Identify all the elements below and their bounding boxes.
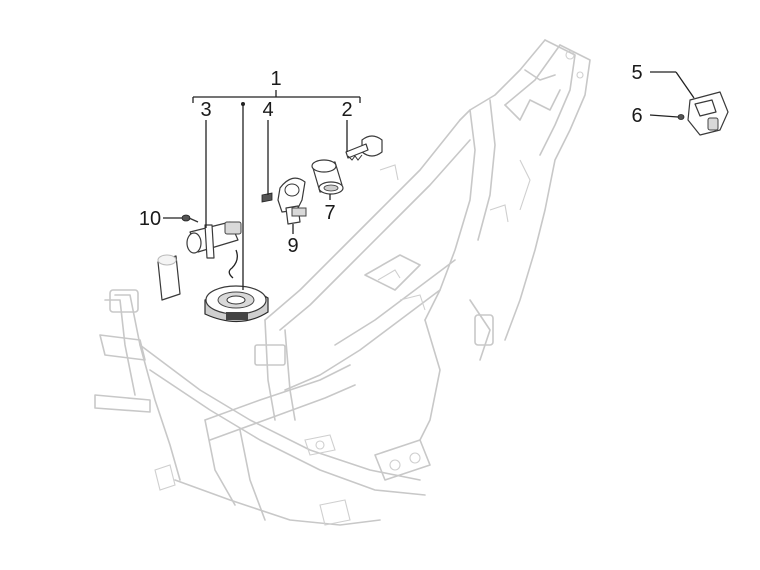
part-10-screw <box>181 214 199 223</box>
callout-6: 6 <box>631 105 642 127</box>
fuel-cap-assembly <box>204 285 269 323</box>
part-4-screw <box>261 192 273 203</box>
part-5-bracket <box>687 91 729 136</box>
part-3-ignition-switch <box>186 221 242 279</box>
part-9-lock-bracket <box>277 177 307 225</box>
callout-10: 10 <box>139 208 161 230</box>
callout-5: 5 <box>631 62 642 84</box>
callout-7: 7 <box>324 202 335 224</box>
part-6-screw <box>677 114 685 120</box>
callout-2: 2 <box>341 99 352 121</box>
callout-3: 3 <box>200 99 211 121</box>
leader-lines <box>163 71 695 290</box>
scooter-frame <box>94 39 591 526</box>
callout-1: 1 <box>270 68 281 90</box>
cylinder-stub <box>157 254 181 301</box>
part-7-ring-collar <box>311 159 344 195</box>
callout-9: 9 <box>287 235 298 257</box>
callout-4: 4 <box>262 99 273 121</box>
part-2-key <box>345 135 383 161</box>
callout-labels: 1 2 3 4 5 6 7 9 10 <box>139 62 643 257</box>
